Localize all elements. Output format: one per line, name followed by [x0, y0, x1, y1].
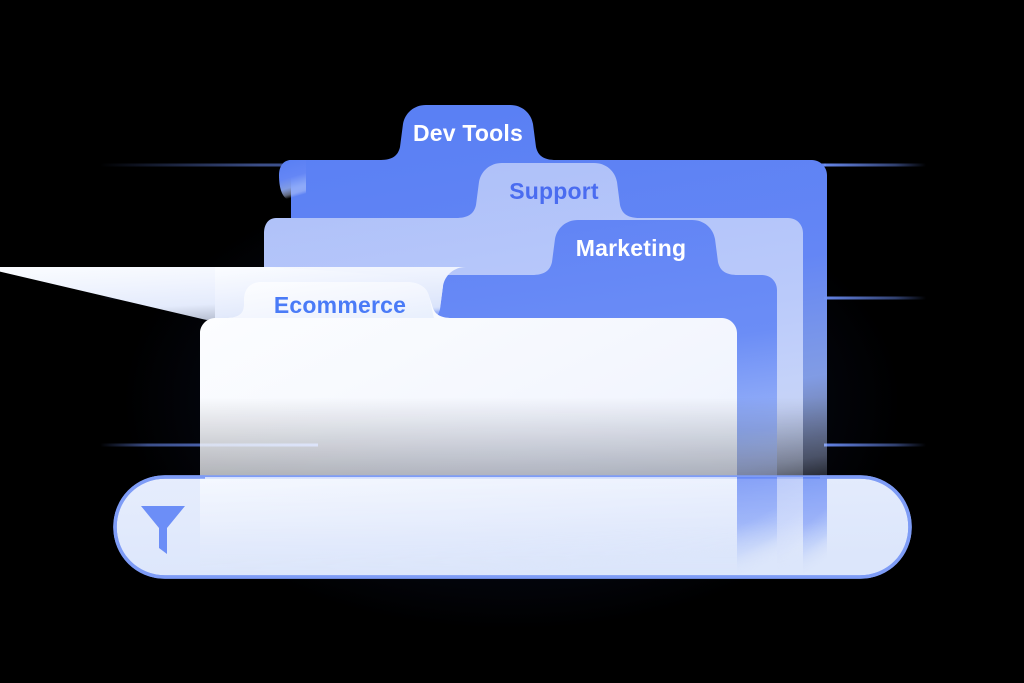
folder-dev-tools-overlap — [803, 477, 827, 575]
folder-support-overlap — [777, 477, 803, 575]
guide-line-middle-right — [824, 296, 926, 300]
folder-support-label: Support — [509, 178, 599, 204]
filter-funnel-icon[interactable] — [141, 506, 185, 554]
filter-bar-border-top-right — [820, 475, 912, 528]
filter-bar[interactable] — [113, 475, 912, 579]
filter-bar-border-bottom — [165, 526, 912, 579]
folder-dev-tools-left-round — [279, 160, 306, 200]
folder-dev-tools-label: Dev Tools — [413, 120, 523, 146]
folder-ecommerce-label: Ecommerce — [274, 292, 406, 318]
folder-marketing-label: Marketing — [576, 235, 686, 261]
folder-ecommerce-tab — [226, 282, 434, 318]
guide-line-top-right — [824, 163, 926, 167]
filter-bar-border-bottom-left — [113, 475, 205, 579]
folder-ecommerce-overlap — [200, 477, 737, 575]
folder-marketing-overlap — [737, 477, 777, 575]
